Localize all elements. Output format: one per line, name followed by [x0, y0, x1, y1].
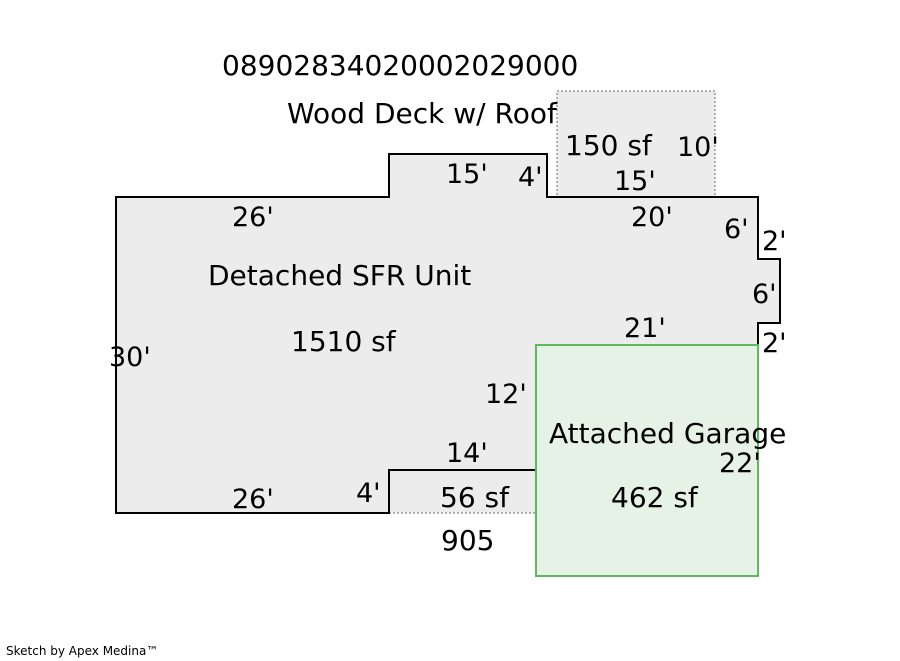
wood-deck-label: Wood Deck w/ Roof	[287, 97, 558, 130]
house-area-label: 1510 sf	[291, 325, 397, 358]
dim-house-garage-side: 12'	[485, 379, 527, 410]
house-label: Detached SFR Unit	[208, 259, 471, 292]
dim-house-notch-side: 4'	[356, 478, 381, 509]
porch-area	[389, 470, 536, 513]
dim-house-notch-top: 14'	[446, 438, 488, 469]
dim-house-top-right: 20'	[631, 202, 673, 233]
dim-house-left: 30'	[109, 342, 151, 373]
house-outline	[115, 153, 781, 514]
dim-house-bump-top: 15'	[446, 159, 488, 190]
dim-house-jog-side: 6'	[752, 279, 777, 310]
dim-deck-bottom: 15'	[614, 166, 656, 197]
porch-code-label: 905	[441, 524, 494, 557]
dim-house-top-left: 26'	[232, 202, 274, 233]
dim-garage-side: 22'	[719, 448, 761, 479]
porch-area-label: 56 sf	[440, 481, 510, 514]
dim-house-right-upper: 6'	[724, 214, 749, 245]
wood-deck-area-label: 150 sf	[565, 129, 653, 162]
sketch-credit: Sketch by Apex Medina™	[6, 644, 159, 658]
dim-house-bump-side: 4'	[518, 162, 543, 193]
dim-house-jog-lower: 2'	[762, 328, 787, 359]
dim-house-jog-upper: 2'	[762, 226, 787, 257]
garage-area-label: 462 sf	[611, 481, 699, 514]
parcel-id: 08902834020002029000	[222, 49, 578, 82]
dim-deck-side: 10'	[677, 132, 719, 163]
garage-outline	[535, 344, 759, 577]
garage-label: Attached Garage	[549, 417, 786, 450]
dim-house-garage-top: 21'	[624, 313, 666, 344]
dim-house-bottom-left: 26'	[232, 484, 274, 515]
